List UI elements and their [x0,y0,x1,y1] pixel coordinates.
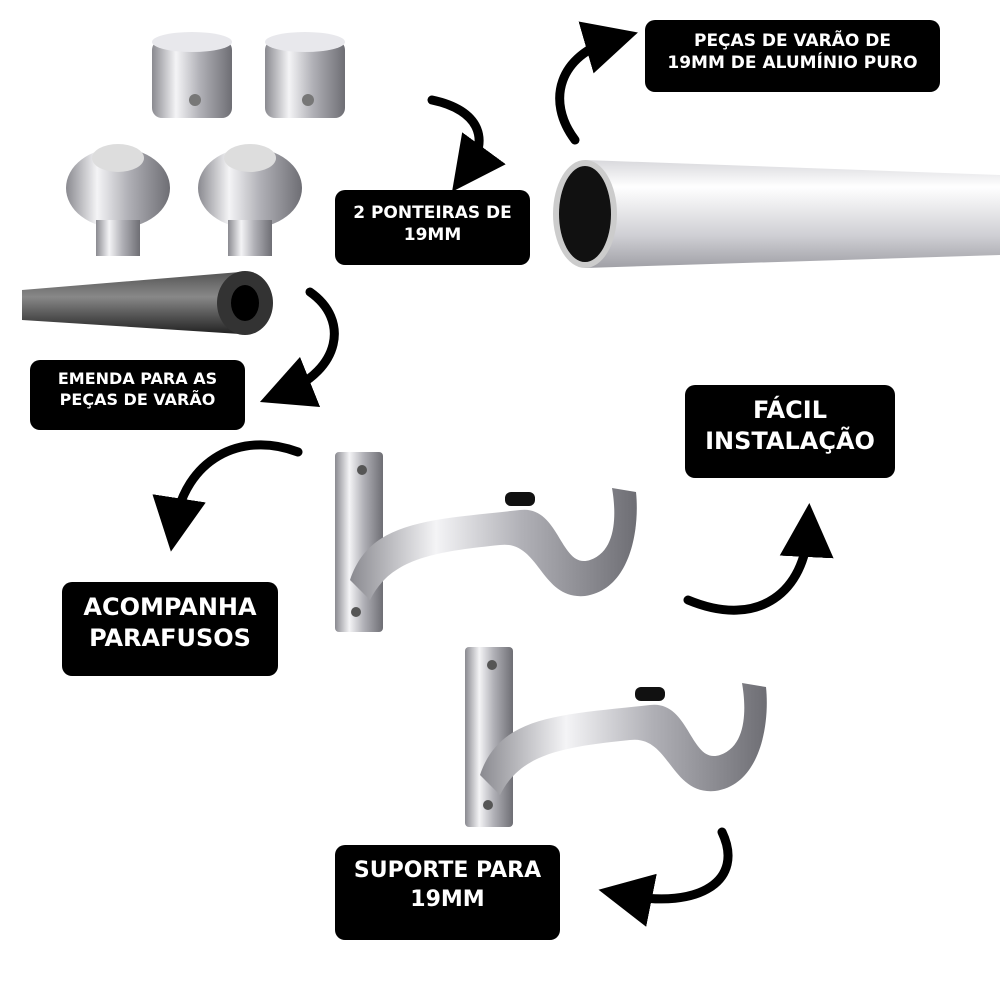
curved-arrow-icon [427,95,506,192]
cylinder-endcap [265,32,345,118]
curved-arrow-icon [259,287,339,408]
round-finial [198,144,302,256]
curved-arrow-icon [152,440,303,552]
curved-arrow-icon [683,503,834,615]
round-finial [66,144,170,256]
endcaps-label: 2 PONTEIRAS DE 19MM [335,190,530,265]
easy-install-label: FÁCIL INSTALAÇÃO [685,385,895,478]
aluminum-rod-label: PEÇAS DE VARÃO DE 19MM DE ALUMÍNIO PURO [645,20,940,92]
screws-label: ACOMPANHA PARAFUSOS [62,582,278,676]
curtain-bracket [465,647,767,827]
curved-arrow-icon [598,827,733,927]
curtain-bracket [335,452,637,632]
connector-label: EMENDA PARA AS PEÇAS DE VARÃO [30,360,245,430]
cylinder-endcap [152,32,232,118]
connector-piece [22,271,273,335]
aluminum-rod [553,160,1000,268]
bracket-label: SUPORTE PARA 19MM [335,845,560,940]
curved-arrow-icon [555,21,638,145]
